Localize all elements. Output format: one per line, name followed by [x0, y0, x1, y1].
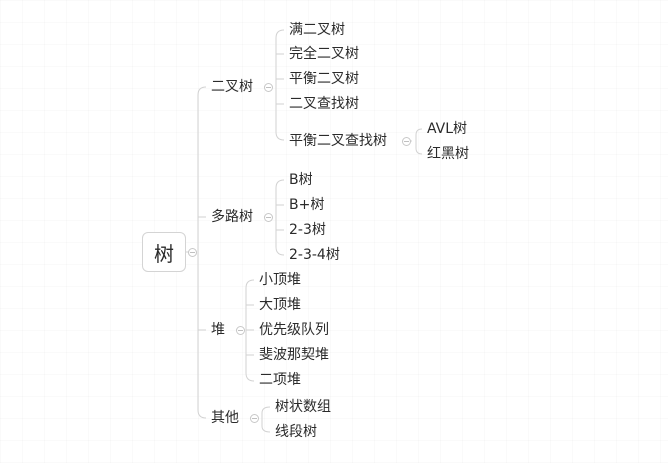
leaf-node[interactable]: 小顶堆: [259, 272, 301, 288]
leaf-node[interactable]: 斐波那契堆: [259, 347, 329, 363]
collapse-toggle-icon[interactable]: [264, 213, 273, 222]
leaf-node[interactable]: B+树: [289, 197, 325, 213]
leaf-node[interactable]: 平衡二叉树: [289, 71, 359, 87]
leaf-node[interactable]: 树状数组: [275, 399, 331, 415]
leaf-node[interactable]: 优先级队列: [259, 322, 329, 338]
collapse-toggle-icon[interactable]: [250, 414, 259, 423]
collapse-toggle-icon[interactable]: [402, 137, 411, 146]
collapse-toggle-icon[interactable]: [264, 83, 273, 92]
collapse-toggle-icon[interactable]: [236, 326, 245, 335]
leaf-node[interactable]: 二项堆: [259, 372, 301, 388]
leaf-node[interactable]: 满二叉树: [289, 22, 345, 38]
leaf-node[interactable]: 二叉查找树: [289, 96, 359, 112]
subbranch-balanced-bst[interactable]: 平衡二叉查找树: [289, 133, 387, 149]
root-label: 树: [154, 241, 174, 266]
collapse-toggle-icon[interactable]: [188, 248, 197, 257]
leaf-node[interactable]: 完全二叉树: [289, 46, 359, 62]
leaf-node[interactable]: AVL树: [427, 121, 468, 137]
leaf-node[interactable]: B树: [289, 172, 313, 188]
branch-heap[interactable]: 堆: [211, 322, 225, 338]
branch-multiway-tree[interactable]: 多路树: [211, 209, 253, 225]
root-node[interactable]: 树: [142, 232, 186, 272]
leaf-node[interactable]: 线段树: [275, 424, 317, 440]
branch-binary-tree[interactable]: 二叉树: [211, 79, 253, 95]
leaf-node[interactable]: 红黑树: [427, 146, 469, 162]
leaf-node[interactable]: 2-3-4树: [289, 247, 340, 263]
leaf-node[interactable]: 大顶堆: [259, 297, 301, 313]
leaf-node[interactable]: 2-3树: [289, 222, 326, 238]
branch-other[interactable]: 其他: [211, 410, 239, 426]
